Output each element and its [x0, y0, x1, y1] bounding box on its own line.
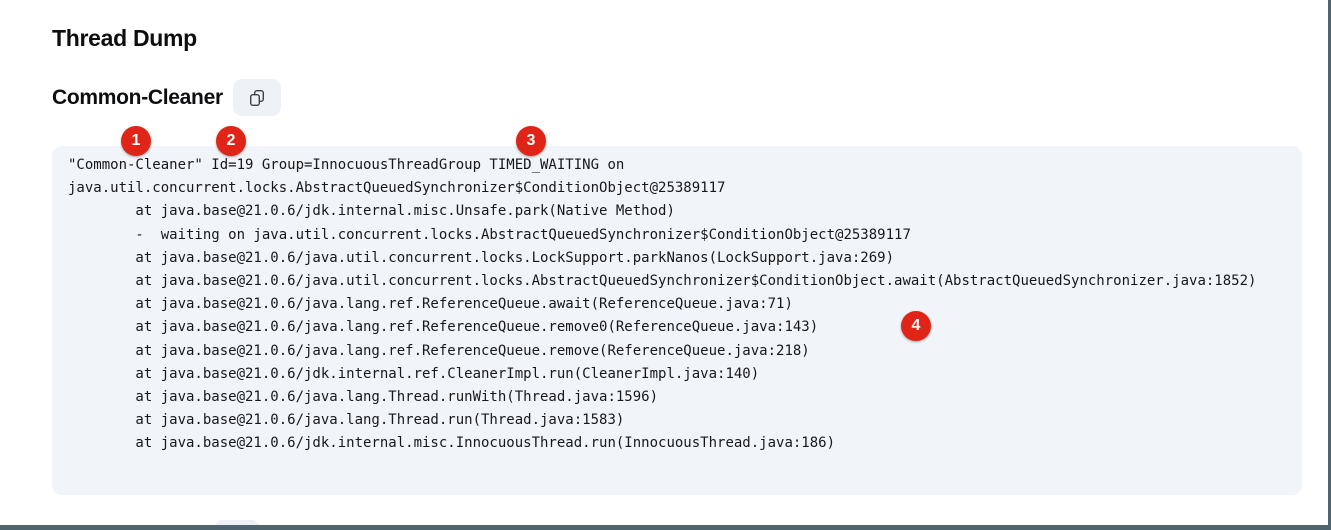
code-line: at java.base@21.0.6/jdk.internal.ref.Cle… [68, 365, 760, 382]
thread-dump-code-block: "Common-Cleaner" Id=19 Group=InnocuousTh… [52, 146, 1302, 495]
code-line: at java.base@21.0.6/java.util.concurrent… [68, 273, 1257, 290]
annotation-marker-3: 3 [516, 126, 546, 156]
code-line: at java.base@21.0.6/jdk.internal.misc.Un… [68, 203, 675, 220]
code-line: at java.base@21.0.6/java.util.concurrent… [68, 249, 895, 266]
annotation-marker-label: 4 [911, 317, 921, 334]
annotation-marker-4: 4 [901, 311, 931, 341]
code-line: java.util.concurrent.locks.AbstractQueue… [68, 180, 726, 197]
copy-button[interactable] [232, 79, 281, 116]
annotation-marker-label: 2 [226, 132, 236, 149]
code-line: at java.base@21.0.6/java.lang.ref.Refere… [68, 342, 810, 359]
code-line: at java.base@21.0.6/java.lang.ref.Refere… [68, 319, 819, 336]
code-line: at java.base@21.0.6/java.lang.Thread.run… [68, 412, 625, 429]
annotation-marker-1: 1 [121, 126, 151, 156]
window-border-right [1328, 0, 1331, 530]
code-line: "Common-Cleaner" Id=19 Group=InnocuousTh… [68, 157, 625, 173]
copy-icon [249, 89, 265, 107]
page-title: Thread Dump [52, 25, 197, 51]
code-line: at java.base@21.0.6/java.lang.ref.Refere… [68, 296, 793, 313]
annotation-marker-label: 1 [131, 132, 141, 149]
section-heading: Common-Cleaner [52, 85, 223, 109]
code-line: at java.base@21.0.6/java.lang.Thread.run… [68, 389, 659, 406]
section-header: Common-Cleaner [52, 79, 281, 116]
code-line: at java.base@21.0.6/jdk.internal.misc.In… [68, 435, 836, 452]
window-border-bottom [0, 525, 1331, 530]
annotation-marker-label: 3 [526, 132, 536, 149]
annotation-marker-2: 2 [216, 126, 246, 156]
code-line: - waiting on java.util.concurrent.locks.… [68, 226, 911, 243]
